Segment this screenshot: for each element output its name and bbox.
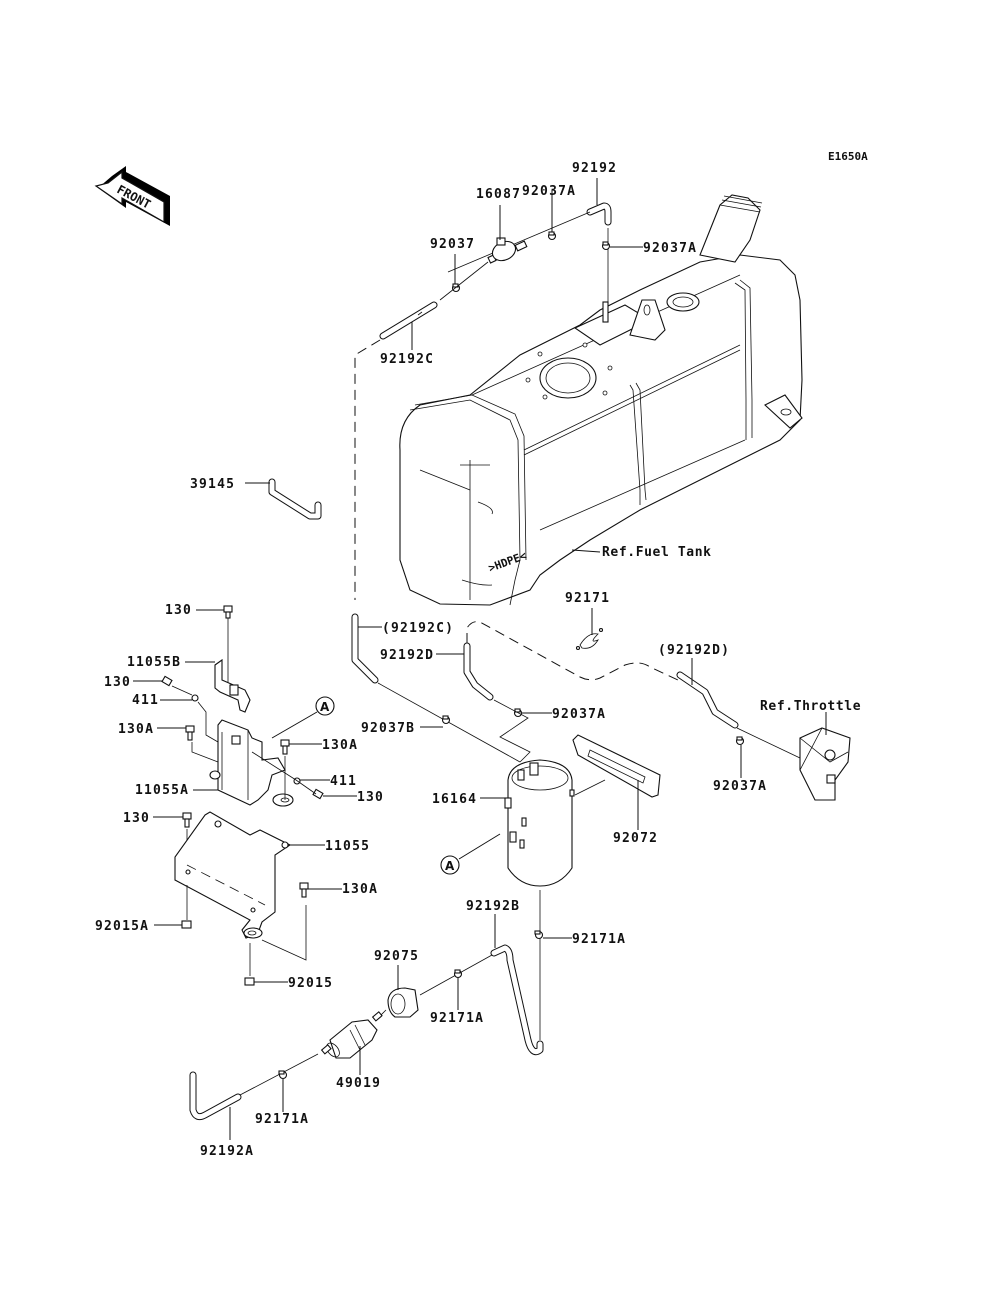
label-16164: 16164 [432,792,477,807]
label-130-low: 130 [123,811,150,826]
label-92192: 92192 [572,161,617,176]
label-92171A-right: 92171A [572,932,626,947]
front-arrow-icon: FRONT [94,166,170,226]
label-130-top: 130 [165,603,192,618]
fuel-filter-49019 [320,1011,383,1059]
strap-92072 [572,734,661,798]
clamp-92171A-right [534,930,544,940]
label-92037A-throttle: 92037A [713,779,767,794]
bolt-130A-left [185,725,195,741]
label-49019: 49019 [336,1076,381,1091]
label-92037A-right: 92037A [643,241,697,256]
bolt-130A-right [280,739,290,755]
label-11055: 11055 [325,839,370,854]
label-92171: 92171 [565,591,610,606]
label-16087: 16087 [476,187,521,202]
label-411-left: 411 [132,693,159,708]
label-11055B: 11055B [127,655,181,670]
valve-16087 [487,237,528,264]
svg-text:A: A [320,700,330,714]
label-130A-low: 130A [342,882,378,897]
label-130-left: 130 [104,675,131,690]
label-92171A-low: 92171A [255,1112,309,1127]
label-92192A: 92192A [200,1144,254,1159]
clamp-92171A-low [278,1070,288,1080]
clamp-92037A-right [601,241,611,251]
label-92075: 92075 [374,949,419,964]
bolt-130-top [223,605,233,619]
canister-16164 [504,759,575,887]
label-92015A: 92015A [95,919,149,934]
label-92192C: 92192C [380,352,434,367]
holder-92075 [387,987,419,1018]
washer-411-left [191,694,199,702]
throttle-body [799,727,851,801]
callout-a-lower: A [440,855,460,875]
clamp-92171A-mid [453,969,463,979]
nut-92015 [244,977,255,986]
clip-92171 [575,627,604,651]
hose-92192A [189,1071,242,1121]
label-92192C-ref: (92192C) [382,621,454,636]
hose-92192 [586,202,612,226]
clamp-92037A-top [547,231,557,241]
bolt-130A-low [299,882,309,898]
label-92192B: 92192B [466,899,520,914]
fuel-tank: >HDPE< [399,194,803,606]
label-92015: 92015 [288,976,333,991]
pipe-39145 [268,478,322,520]
svg-text:A: A [445,859,455,873]
callout-a-upper: A [315,696,335,716]
bolt-130-left [161,675,173,687]
label-411-right: 411 [330,774,357,789]
diagram-code: E1650A [828,150,868,163]
ref-throttle-label: Ref.Throttle [760,699,861,714]
hose-92192C-lower [351,613,379,684]
label-130-right: 130 [357,790,384,805]
label-92037B: 92037B [361,721,415,736]
label-130A-left: 130A [118,722,154,737]
clamp-92037A-throttle [735,736,745,746]
bracket-11055 [174,811,292,939]
label-92037: 92037 [430,237,475,252]
label-92192D: 92192D [380,648,434,663]
label-92192D-ref: (92192D) [658,643,730,658]
label-39145: 39145 [190,477,235,492]
hose-92192C [379,301,438,340]
ref-fuel-tank-label: Ref.Fuel Tank [602,545,712,560]
bracket-11055B [214,658,251,713]
label-92037A-top: 92037A [522,184,576,199]
label-92171A-mid: 92171A [430,1011,484,1026]
bolt-130-low [182,812,192,828]
bracket-11055A [209,719,294,807]
clamp-92037B [441,715,451,725]
hose-92192D [463,642,494,701]
hose-92192D-throttle [676,671,739,729]
label-130A-right: 130A [322,738,358,753]
bolt-130-right [312,788,324,800]
label-92037A-mid: 92037A [552,707,606,722]
hose-92192B [490,944,544,1056]
nut-92015A [181,920,192,929]
label-92072: 92072 [613,831,658,846]
label-11055A: 11055A [135,783,189,798]
